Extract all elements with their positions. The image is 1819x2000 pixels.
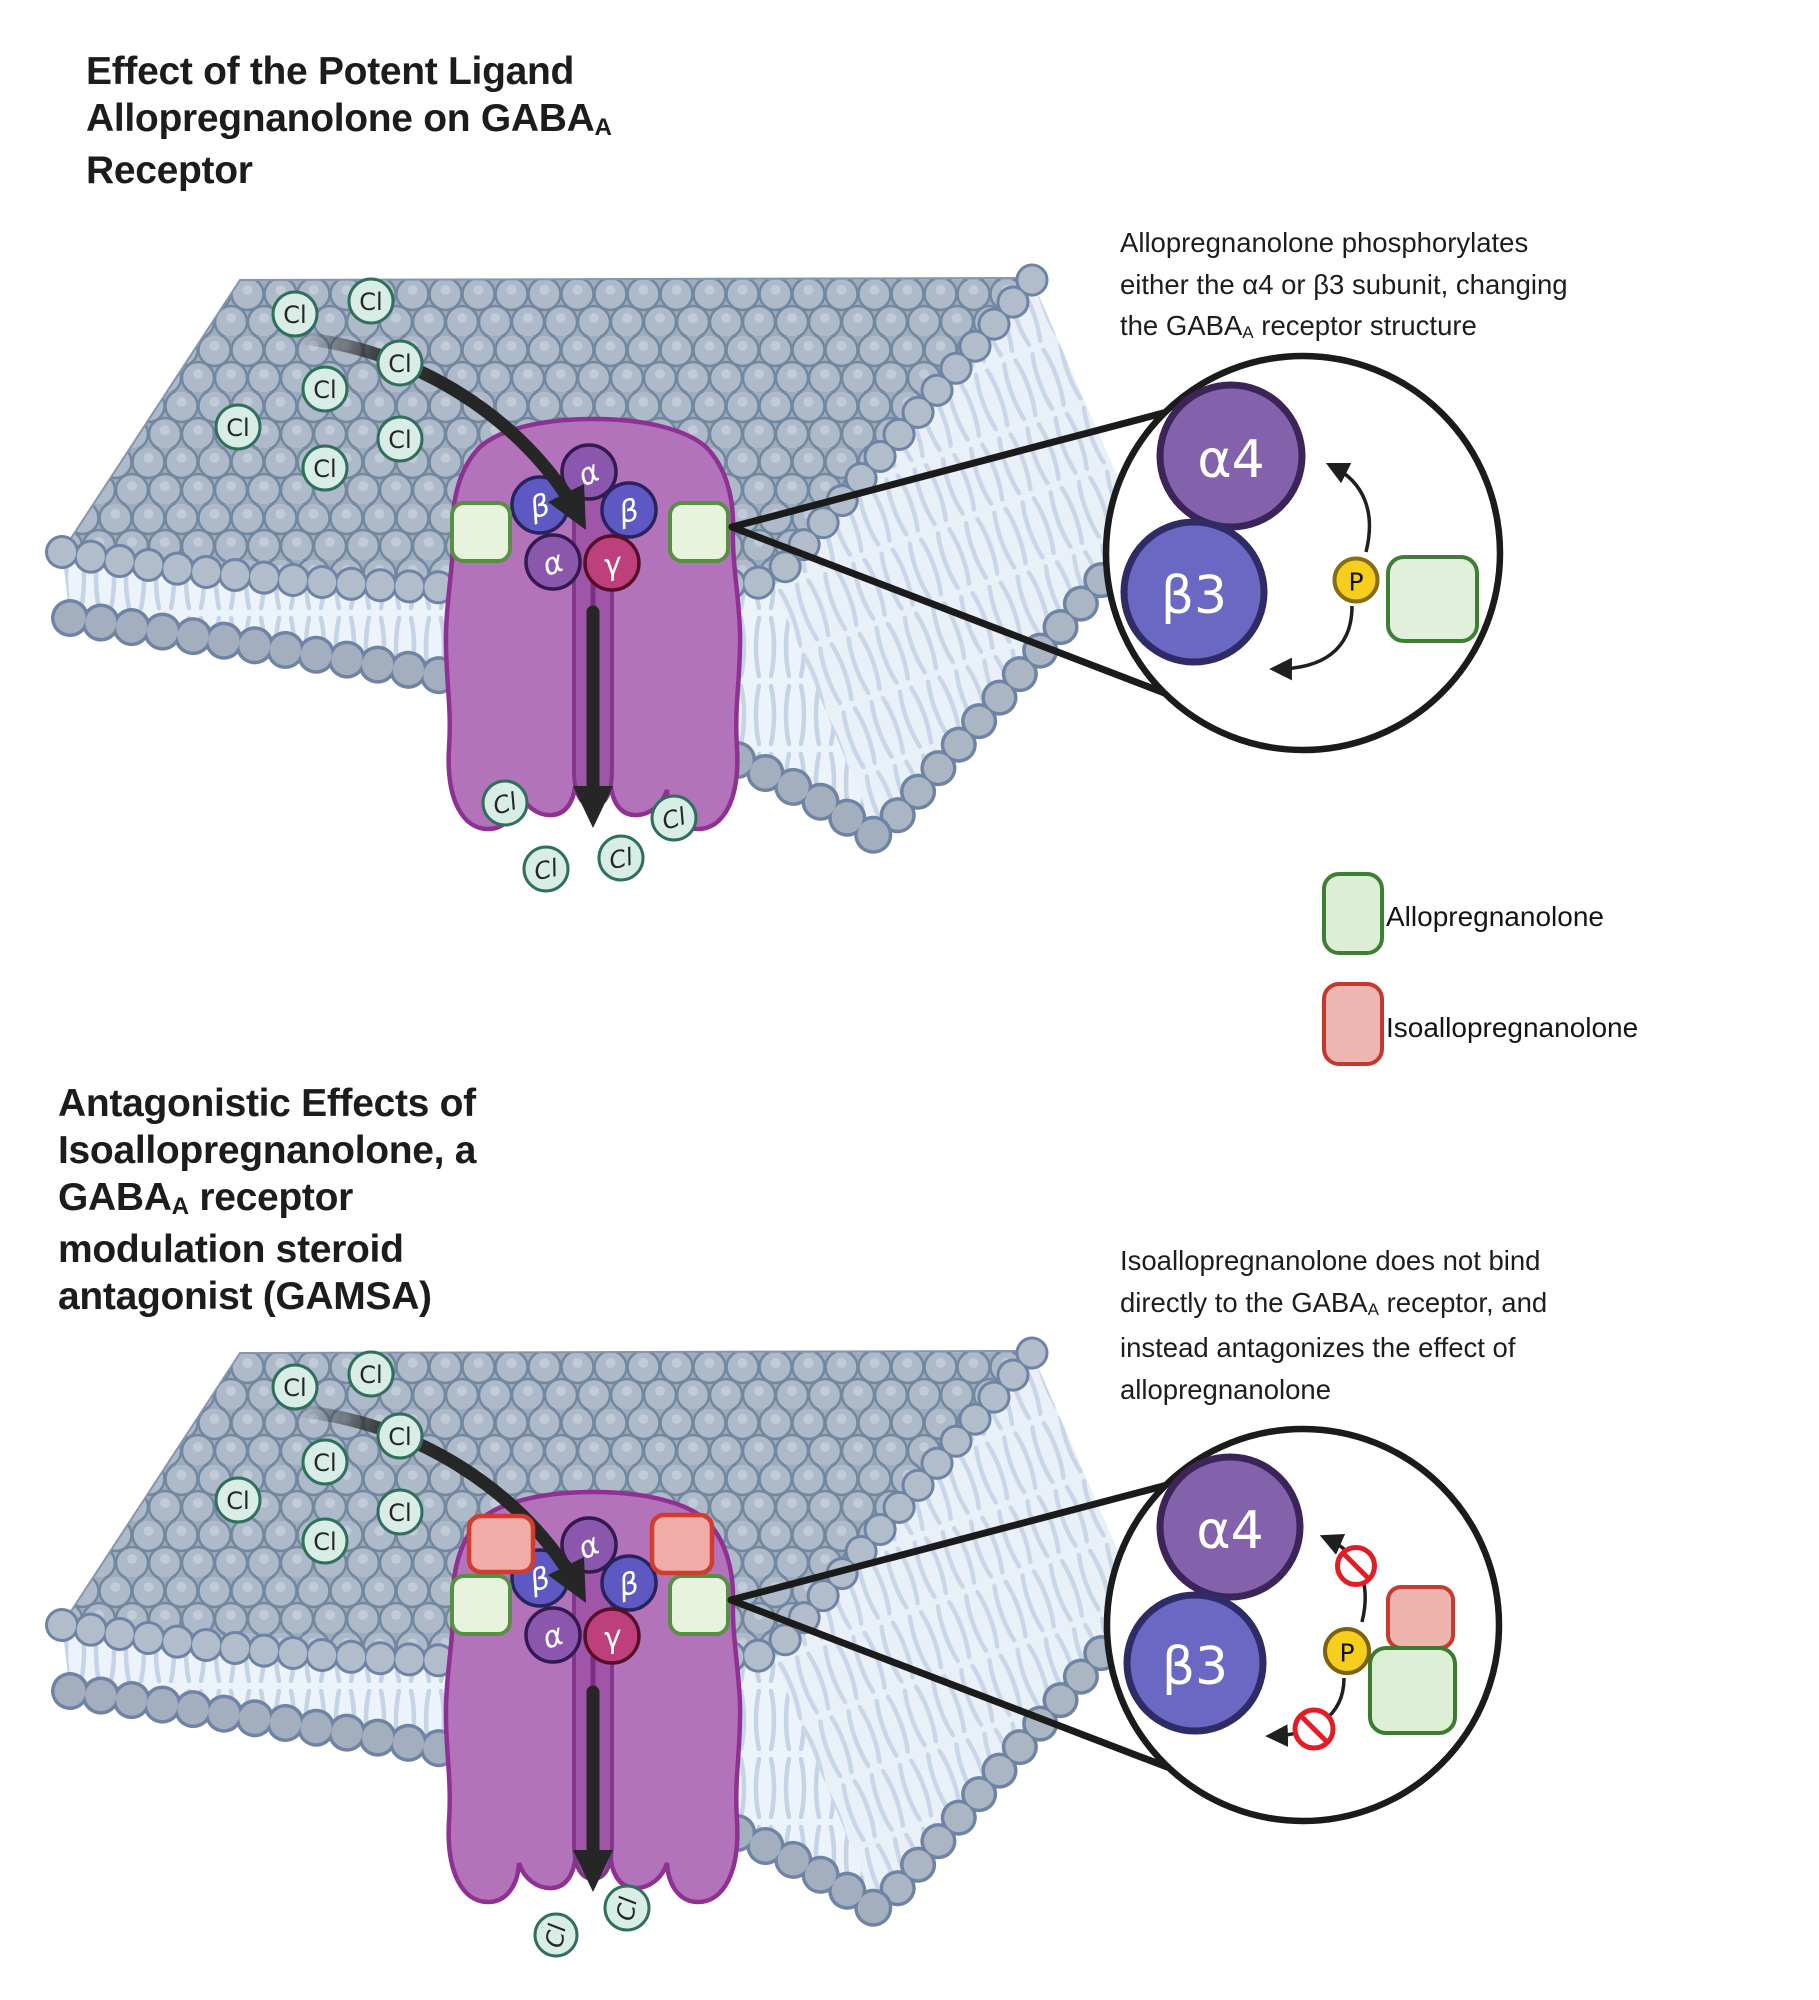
membrane-receptor-top (62, 278, 1142, 838)
chloride-exit-arrow-top (573, 605, 613, 828)
phosphorylation-arrow-to-beta3 (1269, 605, 1354, 681)
title-line: GABAA receptor (58, 1176, 353, 1221)
svg-text:Cl: Cl (611, 1895, 643, 1923)
isoallopregnanolone-ligand-left (466, 1513, 536, 1575)
top-section-title: Effect of the Potent Ligand Allopregnano… (86, 48, 612, 194)
note-line: directly to the GABAA receptor, and (1120, 1286, 1548, 1319)
prohibited-icon-lower (1292, 1707, 1336, 1751)
note-line: allopregnanolone (1120, 1373, 1332, 1405)
beta3-subunit (1123, 1591, 1267, 1735)
membrane-receptor-bottom (62, 1351, 1142, 1911)
beta3-subunit (1120, 518, 1268, 666)
phosphate-group (1323, 1627, 1371, 1675)
title-line: Isoallopregnanolone, a (58, 1129, 477, 1172)
allopregnanolone-molecule (1386, 555, 1479, 643)
note-line: either the α4 or β3 subunit, changing (1120, 268, 1568, 300)
phosphorylation-arrow-to-alpha4 (1325, 462, 1372, 553)
chloride-ions-intracellular-bottom: Cl Cl (533, 1884, 651, 1958)
legend-isoallopregnanolone-label: Isoallopregnanolone (1386, 1012, 1639, 1043)
beta3-label: β3 (1162, 1637, 1228, 1697)
title-line: Receptor (86, 149, 253, 192)
note-line: instead antagonizes the effect of (1120, 1332, 1516, 1363)
allopregnanolone-molecule (1368, 1646, 1457, 1735)
bottom-annotation: Isoallopregnanolone does not bind direct… (1120, 1240, 1547, 1410)
alpha4-label: α4 (1196, 1501, 1263, 1561)
chloride-ions-intracellular-top: Cl Cl Cl Cl (481, 779, 698, 893)
phosphate-label: P (1348, 568, 1363, 597)
zoom-callout-bottom: α4 β3 P (727, 1425, 1503, 1825)
phosphate-label: P (1339, 1639, 1354, 1668)
legend-isoallopregnanolone-swatch (1322, 982, 1384, 1066)
beta3-label: β3 (1161, 566, 1227, 626)
isoallopregnanolone-ligand-right (649, 1512, 715, 1576)
note-line: Isoallopregnanolone does not bind (1120, 1245, 1541, 1276)
alpha4-subunit (1156, 1453, 1304, 1601)
title-line: Antagonistic Effects of (58, 1082, 476, 1125)
bottom-section-title: Antagonistic Effects of Isoallopregnanol… (58, 1080, 476, 1320)
title-line: modulation steroid (58, 1228, 404, 1271)
alpha4-subunit (1156, 381, 1306, 531)
prohibited-icon-upper (1335, 1545, 1377, 1587)
title-line: Allopregnanolone on GABAA (86, 97, 612, 142)
note-line: the GABAA receptor structure (1120, 310, 1477, 343)
isoallopregnanolone-molecule (1386, 1585, 1455, 1650)
alpha4-label: α4 (1197, 430, 1264, 490)
phosphate-group (1332, 556, 1380, 604)
chloride-exit-arrow-bottom (573, 1685, 613, 1892)
zoom-callout-top: α4 β3 P (728, 352, 1504, 754)
title-line: antagonist (GAMSA) (58, 1275, 432, 1318)
legend-allopregnanolone-swatch (1322, 872, 1384, 955)
legend-allopregnanolone-label: Allopregnanolone (1386, 901, 1604, 932)
svg-text:Cl: Cl (540, 1922, 572, 1950)
title-line: Effect of the Potent Ligand (86, 50, 575, 93)
top-annotation: Allopregnanolone phosphorylates either t… (1120, 222, 1568, 351)
note-line: Allopregnanolone phosphorylates (1120, 227, 1529, 258)
